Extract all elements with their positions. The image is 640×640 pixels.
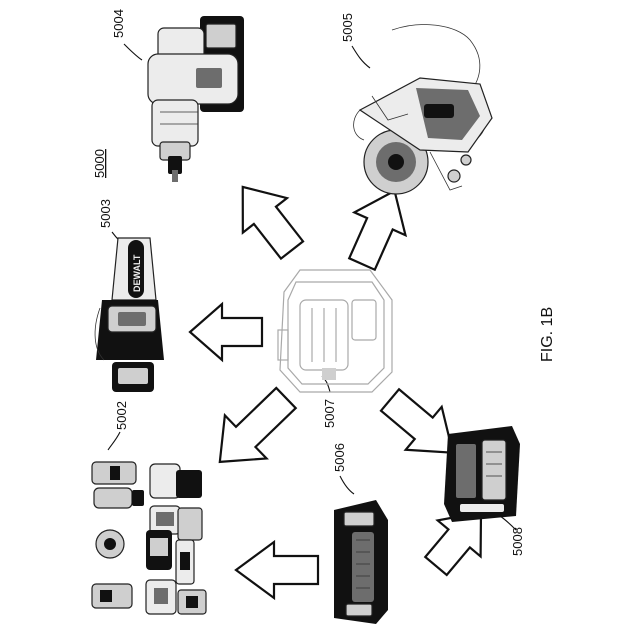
ref-label-5007: 5007 [322, 399, 337, 428]
svg-text:DEWALT: DEWALT [132, 254, 142, 292]
arrow-battery-to-power-tool-set [236, 542, 318, 598]
rotary-hammer-illustration [148, 16, 244, 182]
arrow-to-cutoff-saw [336, 180, 420, 276]
battery-pack-illustration [334, 500, 388, 624]
ref-label-5005: 5005 [340, 13, 355, 42]
ref-label-5008: 5008 [510, 527, 525, 556]
ref-leader-5002 [108, 432, 120, 450]
ref-leader-5006 [340, 476, 354, 494]
ref-leader-5008 [500, 516, 516, 530]
system-reference-label: 5000 [92, 149, 107, 178]
figure-caption: FIG. 1B [539, 307, 556, 362]
ref-leader-5005 [352, 46, 370, 68]
ref-label-5006: 5006 [332, 443, 347, 472]
ref-label-5002: 5002 [114, 401, 129, 430]
charger-illustration [444, 426, 520, 522]
arrow-to-rotary-hammer [221, 170, 314, 268]
ref-label-5004: 5004 [111, 9, 126, 38]
arrow-to-chainsaw [190, 304, 262, 360]
power-tool-set-illustration [92, 462, 206, 614]
cutoff-saw-illustration [354, 25, 492, 194]
chainsaw-illustration: DEWALT [95, 238, 164, 392]
arrow-to-power-tool-set [199, 376, 307, 483]
ref-leader-5004 [124, 44, 142, 60]
ref-label-5003: 5003 [98, 199, 113, 228]
central-battery-illustration [278, 270, 392, 392]
